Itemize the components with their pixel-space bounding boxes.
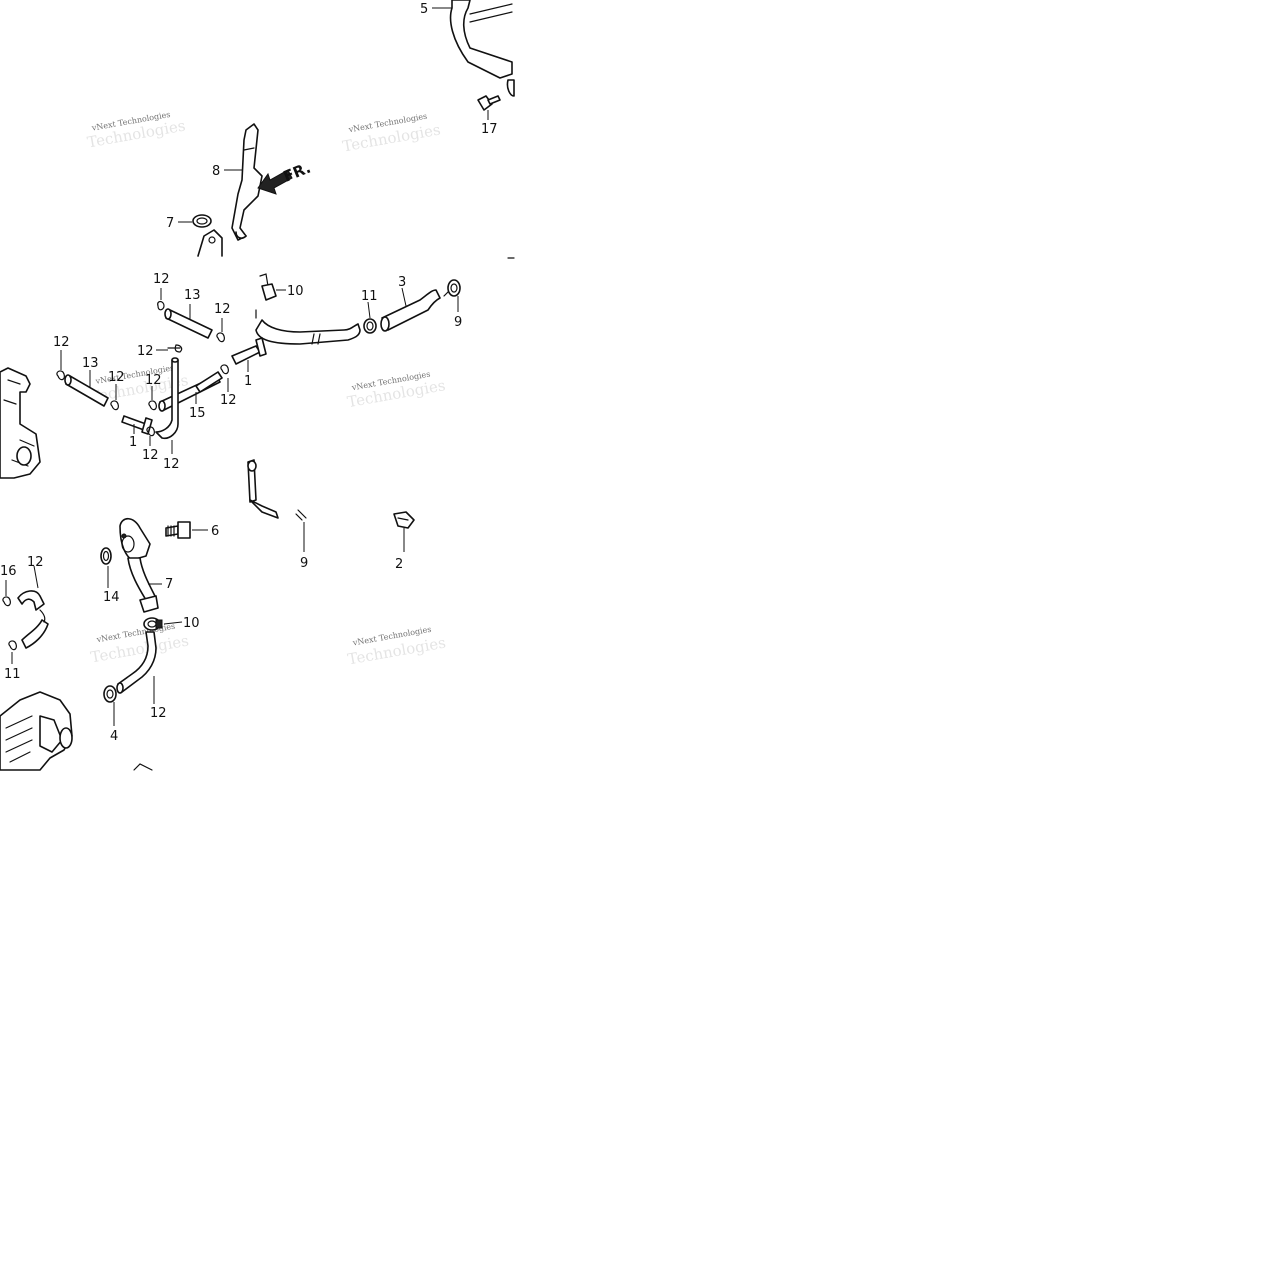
part-12-clip-g — [148, 386, 157, 411]
callout-8: 8 — [212, 164, 220, 179]
callout-12: 12 — [53, 335, 70, 350]
callout-9: 4 — [110, 729, 118, 744]
callout-18: 2 — [395, 557, 403, 572]
callout-12: 12 — [137, 344, 154, 359]
part-12-clip-b — [216, 318, 225, 343]
part-8-bracket — [224, 123, 263, 241]
callout-14: 12 — [27, 555, 44, 570]
part-17-bolt — [477, 95, 501, 120]
callout-12: 16 — [0, 564, 17, 579]
part-1-fitting-lower — [121, 415, 153, 435]
callout-4: 12 — [150, 706, 167, 721]
callout-13: 13 — [184, 288, 201, 303]
watermark-1: Technologies vNext Technologies — [86, 110, 187, 152]
part-12-clip-f — [110, 384, 119, 411]
watermark-3: Technologies vNext Technologies — [346, 370, 447, 412]
main-pipe — [255, 309, 361, 345]
watermark-5: Technologies vNext Technologies — [89, 622, 190, 667]
fr-arrow-icon — [257, 169, 293, 195]
part-9-clamp-top — [443, 279, 461, 312]
callout-12: 12 — [153, 272, 170, 287]
part-12-clip-j — [8, 640, 17, 664]
part-12-clip-i — [2, 580, 11, 607]
callout-12: 12 — [220, 393, 237, 408]
callout-16: 12 — [163, 457, 180, 472]
housing-fragment — [197, 229, 223, 257]
part-11-clamp-lower — [143, 617, 183, 631]
callout-1: 1 — [129, 435, 137, 450]
callout-9: 9 — [454, 315, 462, 330]
part-10-bolt-lower — [165, 521, 208, 539]
part-16-hose — [155, 357, 179, 454]
callout-12: 12 — [142, 448, 159, 463]
part-12-clip-d — [220, 364, 229, 392]
part-1-fitting-upper — [231, 337, 267, 372]
callout-10: 10 — [287, 284, 304, 299]
callout-11: 10 — [183, 616, 200, 631]
part-13-hose-b — [64, 370, 109, 407]
callout-12: 12 — [214, 302, 231, 317]
part-12-clip-h — [146, 426, 155, 446]
callout-13: 13 — [82, 356, 99, 371]
callout-7: 7 — [166, 216, 174, 231]
part-4-hose — [116, 631, 157, 704]
part-5-pipe — [432, 0, 515, 97]
part-13-hose-a — [164, 304, 213, 339]
part-10-bolt-top — [259, 273, 286, 301]
callout-12: 11 — [4, 667, 21, 682]
callout-12: 12 — [108, 370, 125, 385]
callout-5: 5 — [420, 2, 428, 17]
callout-7: 14 — [103, 590, 120, 605]
callout-2: 9 — [300, 556, 308, 571]
part-9-clamp-lower — [103, 685, 117, 726]
part-11-clamp-top — [363, 301, 377, 334]
pump-fragment — [0, 691, 153, 771]
callout-6: 7 — [165, 577, 173, 592]
fr-direction-label: FR. — [281, 159, 314, 186]
watermark-6: Technologies vNext Technologies — [346, 625, 447, 669]
callout-3: 3 — [398, 275, 406, 290]
part-18-nut — [393, 511, 415, 552]
engine-fragment-left — [0, 367, 41, 479]
part-3-hose — [380, 287, 441, 332]
callout-11: 11 — [361, 289, 378, 304]
part-12-clip-c — [156, 344, 183, 353]
part-6-elbow — [119, 517, 162, 613]
part-7-oring — [178, 214, 212, 228]
part-7-oring-lower — [100, 547, 112, 588]
callout-12: 12 — [145, 373, 162, 388]
part-12-clip-a — [157, 288, 165, 311]
callout-1: 1 — [244, 374, 252, 389]
part-14-hose — [17, 565, 49, 649]
watermark-2: Technologies vNext Technologies — [341, 112, 442, 156]
part-2-rod — [247, 459, 307, 552]
callout-17: 17 — [481, 122, 498, 137]
callout-15: 15 — [189, 406, 206, 421]
part-12-clip-e — [56, 350, 65, 381]
callout-10: 6 — [211, 524, 219, 539]
